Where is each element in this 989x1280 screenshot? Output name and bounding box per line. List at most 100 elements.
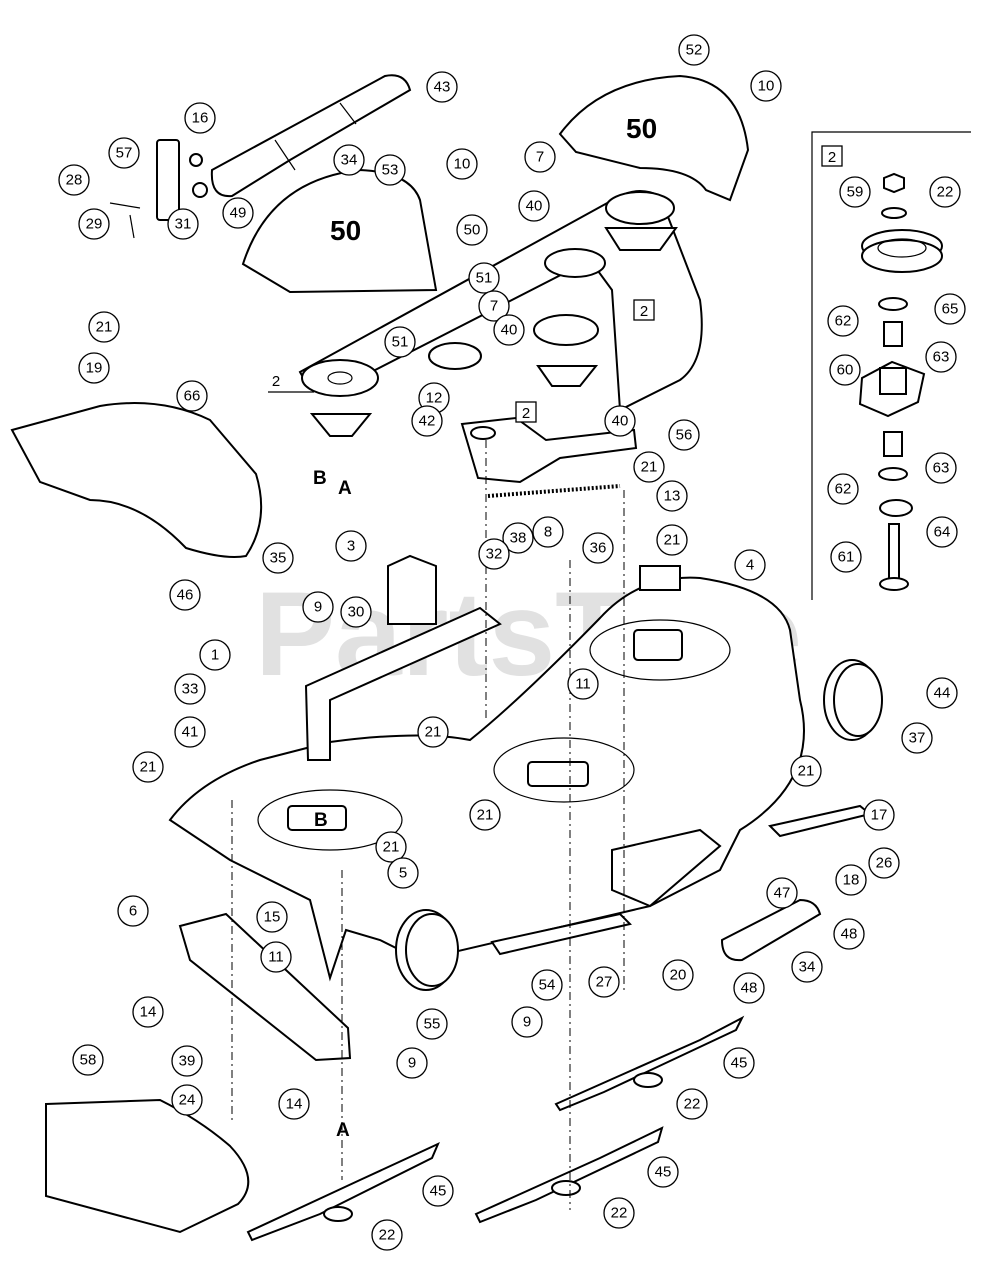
callout-number: 62 (835, 313, 852, 330)
callout-21[interactable]: 21 (469, 799, 501, 831)
callout-number: 45 (731, 1055, 748, 1072)
callout-21[interactable]: 21 (375, 831, 407, 863)
callout-3[interactable]: 3 (335, 530, 367, 562)
callout-47[interactable]: 47 (766, 877, 798, 909)
callout-48[interactable]: 48 (733, 972, 765, 1004)
callout-11[interactable]: 11 (567, 668, 599, 700)
callout-55[interactable]: 55 (416, 1008, 448, 1040)
callout-29[interactable]: 29 (78, 208, 110, 240)
callout-37[interactable]: 37 (901, 722, 933, 754)
callout-19[interactable]: 19 (78, 352, 110, 384)
callout-59[interactable]: 59 (839, 176, 871, 208)
callout-15[interactable]: 15 (256, 901, 288, 933)
callout-22[interactable]: 22 (929, 176, 961, 208)
callout-17[interactable]: 17 (863, 799, 895, 831)
callout-51[interactable]: 51 (468, 262, 500, 294)
callout-7[interactable]: 7 (478, 290, 510, 322)
callout-4[interactable]: 4 (734, 549, 766, 581)
callout-48[interactable]: 48 (833, 918, 865, 950)
callout-28[interactable]: 28 (58, 164, 90, 196)
callout-22[interactable]: 22 (676, 1088, 708, 1120)
callout-53[interactable]: 53 (374, 154, 406, 186)
callout-24[interactable]: 24 (171, 1084, 203, 1116)
callout-57[interactable]: 57 (108, 137, 140, 169)
callout-49[interactable]: 49 (222, 197, 254, 229)
callout-64[interactable]: 64 (926, 516, 958, 548)
callout-21[interactable]: 21 (417, 716, 449, 748)
callout-36[interactable]: 36 (582, 532, 614, 564)
callout-9[interactable]: 9 (302, 591, 334, 623)
callout-66[interactable]: 66 (176, 380, 208, 412)
callout-62[interactable]: 62 (827, 305, 859, 337)
callout-34[interactable]: 34 (791, 951, 823, 983)
callout-9[interactable]: 9 (396, 1047, 428, 1079)
callout-40[interactable]: 40 (604, 405, 636, 437)
callout-50[interactable]: 50 (456, 214, 488, 246)
callout-54[interactable]: 54 (531, 969, 563, 1001)
callout-38[interactable]: 38 (502, 522, 534, 554)
callout-number: 66 (184, 388, 201, 405)
callout-33[interactable]: 33 (174, 673, 206, 705)
callout-41[interactable]: 41 (174, 716, 206, 748)
callout-51[interactable]: 51 (384, 326, 416, 358)
callout-8[interactable]: 8 (532, 516, 564, 548)
callout-46[interactable]: 46 (169, 579, 201, 611)
callout-40[interactable]: 40 (493, 314, 525, 346)
callout-44[interactable]: 44 (926, 677, 958, 709)
callout-22[interactable]: 22 (603, 1197, 635, 1229)
callout-45[interactable]: 45 (723, 1047, 755, 1079)
callout-14[interactable]: 14 (278, 1088, 310, 1120)
callout-number: 21 (425, 724, 442, 741)
callout-number: 39 (179, 1053, 196, 1070)
callout-60[interactable]: 60 (829, 354, 861, 386)
callout-45[interactable]: 45 (422, 1175, 454, 1207)
callout-62[interactable]: 62 (827, 473, 859, 505)
callout-39[interactable]: 39 (171, 1045, 203, 1077)
callout-number: 49 (230, 205, 247, 222)
callout-13[interactable]: 13 (656, 480, 688, 512)
callout-5[interactable]: 5 (387, 857, 419, 889)
callout-21[interactable]: 21 (656, 524, 688, 556)
callout-number: 20 (670, 967, 687, 984)
callout-6[interactable]: 6 (117, 895, 149, 927)
callout-56[interactable]: 56 (668, 419, 700, 451)
callout-40[interactable]: 40 (518, 190, 550, 222)
callout-18[interactable]: 18 (835, 864, 867, 896)
callout-35[interactable]: 35 (262, 542, 294, 574)
svg-text:2: 2 (522, 405, 530, 422)
callout-27[interactable]: 27 (588, 966, 620, 998)
callout-30[interactable]: 30 (340, 596, 372, 628)
callout-63[interactable]: 63 (925, 341, 957, 373)
callout-22[interactable]: 22 (371, 1219, 403, 1251)
callout-14[interactable]: 14 (132, 996, 164, 1028)
callout-32[interactable]: 32 (478, 538, 510, 570)
svg-text:2: 2 (640, 303, 648, 320)
callout-number: 54 (539, 977, 556, 994)
callout-63[interactable]: 63 (925, 452, 957, 484)
callout-11[interactable]: 11 (260, 941, 292, 973)
callout-21[interactable]: 21 (88, 311, 120, 343)
callout-16[interactable]: 16 (184, 102, 216, 134)
drive-belt (298, 190, 703, 437)
callout-58[interactable]: 58 (72, 1044, 104, 1076)
callout-21[interactable]: 21 (633, 451, 665, 483)
callout-number: 55 (424, 1016, 441, 1033)
callout-43[interactable]: 43 (426, 71, 458, 103)
callout-26[interactable]: 26 (868, 847, 900, 879)
callout-45[interactable]: 45 (647, 1156, 679, 1188)
callout-42[interactable]: 42 (411, 405, 443, 437)
callout-21[interactable]: 21 (790, 755, 822, 787)
callout-1[interactable]: 1 (199, 639, 231, 671)
callout-65[interactable]: 65 (934, 293, 966, 325)
callout-61[interactable]: 61 (830, 541, 862, 573)
callout-10[interactable]: 10 (446, 148, 478, 180)
callout-number: 47 (774, 885, 791, 902)
callout-21[interactable]: 21 (132, 751, 164, 783)
callout-34[interactable]: 34 (333, 144, 365, 176)
callout-10[interactable]: 10 (750, 70, 782, 102)
callout-9[interactable]: 9 (511, 1006, 543, 1038)
callout-52[interactable]: 52 (678, 34, 710, 66)
callout-20[interactable]: 20 (662, 959, 694, 991)
callout-31[interactable]: 31 (167, 208, 199, 240)
callout-7[interactable]: 7 (524, 141, 556, 173)
